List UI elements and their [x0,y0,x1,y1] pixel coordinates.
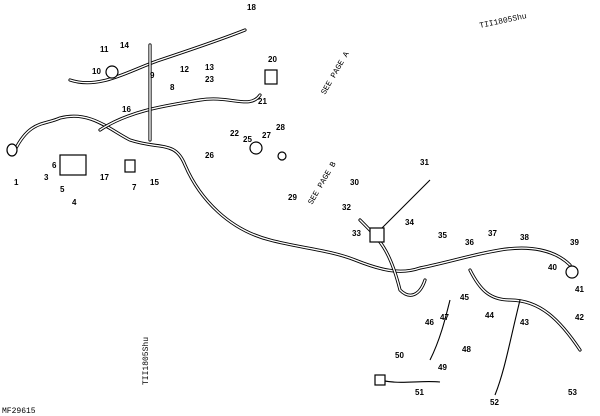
figure-id: MF29615 [2,407,36,416]
callout-48: 48 [462,345,471,354]
note-diag-1: SEE PAGE A [320,50,352,96]
callout-52: 52 [490,398,499,407]
components [6,65,579,386]
callout-46: 46 [425,318,434,327]
callout-25: 25 [243,135,252,144]
callout-34: 34 [405,218,414,227]
callout-38: 38 [520,233,529,242]
callout-21: 21 [258,97,267,106]
callout-43: 43 [520,318,529,327]
callout-53: 53 [568,388,577,397]
connector [6,143,18,157]
callout-17: 17 [100,173,109,182]
callout-30: 30 [350,178,359,187]
callout-36: 36 [465,238,474,247]
callout-51: 51 [415,388,424,397]
callout-27: 27 [262,131,271,140]
main-harness [13,28,582,396]
callout-32: 32 [342,203,351,212]
note-top-right: TII1805Shu [479,12,528,31]
callout-31: 31 [420,158,429,167]
note-vertical: TII1805Shu [142,337,151,385]
callout-13: 13 [205,63,214,72]
callout-9: 9 [150,71,155,80]
callout-49: 49 [438,363,447,372]
callout-10: 10 [92,67,101,76]
callout-41: 41 [575,285,584,294]
callout-28: 28 [276,123,285,132]
callout-1: 1 [14,178,19,187]
callout-5: 5 [60,185,65,194]
callout-45: 45 [460,293,469,302]
callout-6: 6 [52,161,57,170]
connector [565,265,579,279]
callout-23: 23 [205,75,214,84]
connector-block [369,227,385,243]
callout-12: 12 [180,65,189,74]
callout-11: 11 [100,45,109,54]
callout-39: 39 [570,238,579,247]
switch [264,69,278,85]
callout-22: 22 [230,129,239,138]
grommet [105,65,119,79]
callout-37: 37 [488,229,497,238]
sensor [374,374,386,386]
callout-16: 16 [122,105,131,114]
callout-14: 14 [120,41,129,50]
callout-33: 33 [352,229,361,238]
note-diag-2: SEE PAGE B [307,160,339,206]
callout-40: 40 [548,263,557,272]
callout-20: 20 [268,55,277,64]
connector [277,151,287,161]
callout-29: 29 [288,193,297,202]
callout-42: 42 [575,313,584,322]
callout-44: 44 [485,311,494,320]
connector [249,141,263,155]
callout-18: 18 [247,3,256,12]
callout-8: 8 [170,83,175,92]
relay-box [59,154,87,176]
callout-47: 47 [440,313,449,322]
callout-35: 35 [438,231,447,240]
callout-7: 7 [132,183,137,192]
callout-50: 50 [395,351,404,360]
callout-4: 4 [72,198,77,207]
callout-15: 15 [150,178,159,187]
callout-26: 26 [205,151,214,160]
fuse [124,159,136,173]
callout-3: 3 [44,173,49,182]
